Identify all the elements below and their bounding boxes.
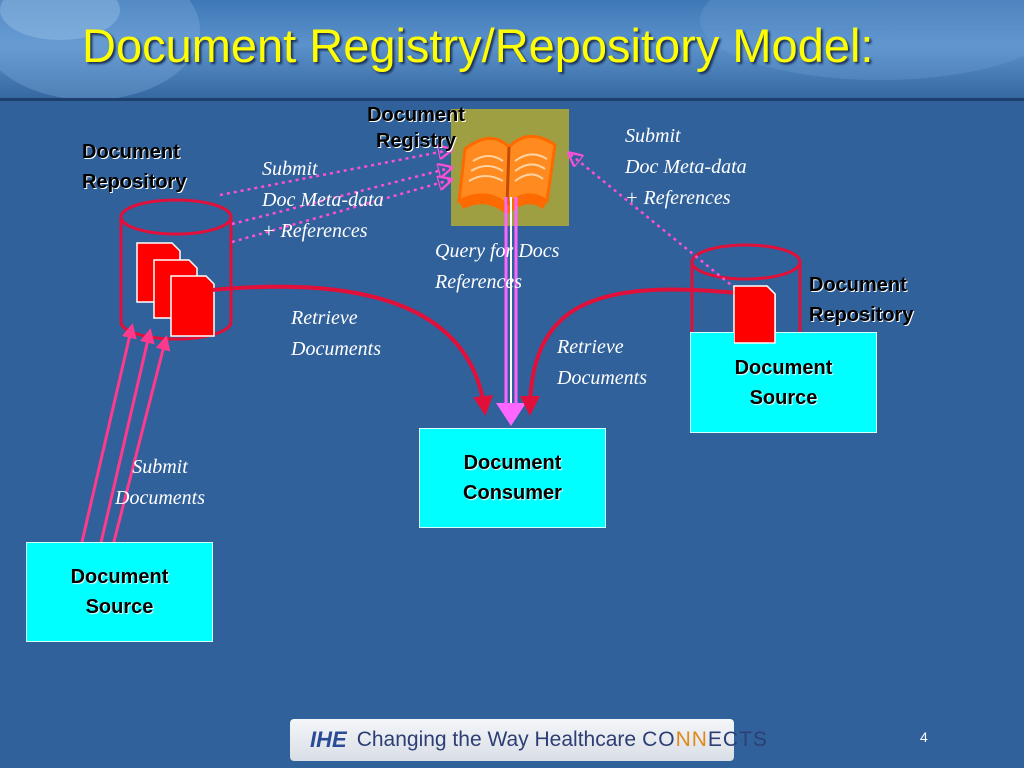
slide-title: Document Registry/Repository Model: [82,19,874,72]
footer-logo-banner: IHE Changing the Way Healthcare CONNECTS [290,719,767,761]
note-line: Documents [557,367,647,389]
note-line: References [435,271,522,293]
note-line: Doc Meta-data [262,189,384,211]
note-line: Submit [625,125,681,147]
note-line: Submit [262,158,318,180]
note-line: + References [625,187,731,209]
query-note: Query for Docs References [435,236,559,298]
document-source-right-box: Document Source [690,332,877,433]
connects-highlight: NN [675,728,708,751]
box-label: Document [734,356,833,379]
right-repository-label: Document Repository [809,270,913,330]
right-document-overlay-icon [734,286,776,344]
note-line: Documents [291,338,381,360]
note-line: Doc Meta-data [625,156,747,178]
submit-metadata-left-arrows [219,150,450,244]
note-line: Retrieve [291,307,358,329]
submit-documents-note: Submit Documents [115,452,205,514]
slide-header [0,0,1024,101]
note-line: Retrieve [557,336,624,358]
submit-documents-arrows [80,323,171,566]
note-line: Submit [132,456,188,478]
footer-tagline: Changing the Way Healthcare [356,728,637,751]
right-repository-label-line2: Repository [809,304,914,326]
note-line: Documents [115,487,205,509]
right-repository-label-line1: Document [809,274,907,296]
box-label: Document [463,452,562,474]
registry-label: Document Registry [353,100,479,156]
left-documents-icon [136,242,215,337]
box-label: Source [749,386,818,409]
note-line: Query for Docs [435,240,560,262]
header-rule [0,98,1024,101]
header-globe-graphic [0,0,1024,100]
note-line: + References [262,220,368,242]
box-label: Consumer [463,482,562,504]
connects-part: CO [642,728,676,751]
page-number: 4 [920,729,928,745]
query-arrow [496,197,526,426]
retrieve-left-arrow [211,284,494,416]
document-consumer-box: Document Consumer [419,428,606,528]
retrieve-right-arrow [520,287,738,416]
left-repository-label-line2: Repository [82,171,187,193]
submit-metadata-left-note: Submit Doc Meta-data + References [262,154,384,247]
submit-metadata-right-note: Submit Doc Meta-data + References [625,121,747,214]
left-repository-label: Document Repository [82,137,186,197]
box-label: Document [70,566,169,588]
registry-label-line2: Registry [375,130,457,152]
retrieve-left-note: Retrieve Documents [291,303,381,365]
document-source-left-box: Document Source [26,542,213,642]
registry-label-line1: Document [367,104,465,126]
box-label: Source [85,596,154,618]
footer-connects: CONNECTS [642,728,768,752]
ihe-logo: IHE [310,727,347,752]
retrieve-right-note: Retrieve Documents [557,332,647,394]
connects-part: ECTS [707,728,768,751]
left-repository-label-line1: Document [82,141,180,163]
